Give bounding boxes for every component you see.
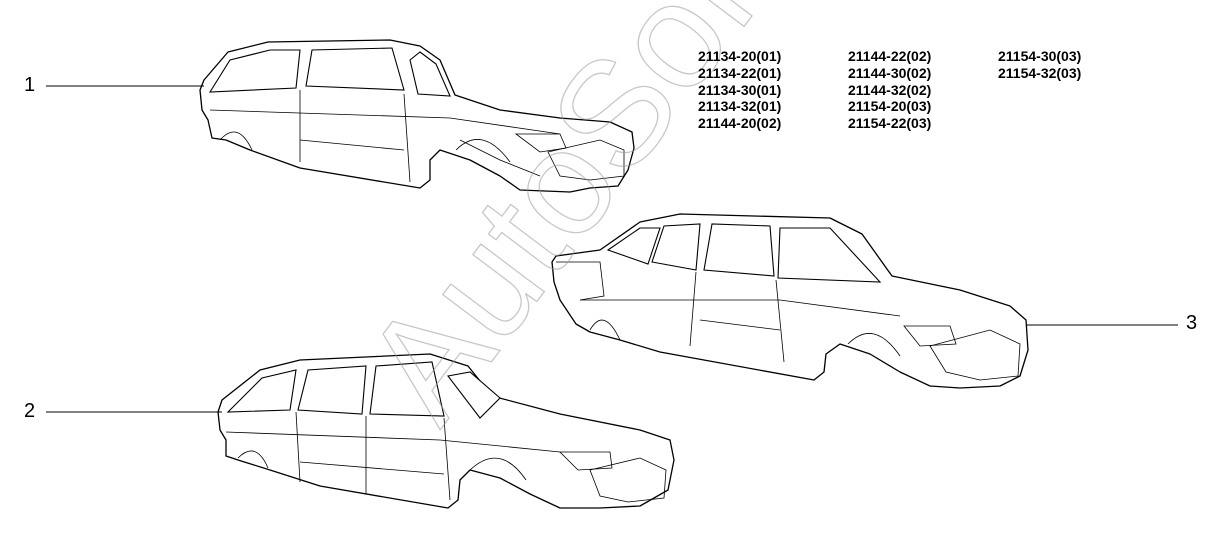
model-code: 21134-30(01) — [698, 81, 782, 98]
model-code-list: 21134-20(01) 21134-22(01) 21134-30(01) 2… — [698, 48, 1148, 132]
model-code: 21134-22(01) — [698, 64, 782, 81]
model-code: 21134-32(01) — [698, 98, 782, 115]
model-code: 21154-22(03) — [848, 115, 932, 132]
car-body-1-hatchback-3door — [199, 39, 635, 193]
model-code-column-1: 21134-20(01) 21134-22(01) 21134-30(01) 2… — [698, 48, 848, 132]
callout-number-2: 2 — [24, 400, 36, 422]
callout-number-1: 1 — [24, 74, 36, 96]
car-body-3-sedan — [551, 213, 1029, 389]
callout-number-3: 3 — [1186, 312, 1198, 334]
model-code: 21154-32(03) — [998, 64, 1082, 81]
model-code: 21144-20(02) — [698, 115, 782, 132]
model-code: 21144-30(02) — [848, 64, 932, 81]
car-body-2-hatchback-5door — [217, 353, 675, 509]
model-code-column-3: 21154-30(03) 21154-32(03) — [998, 48, 1148, 132]
model-code: 21154-20(03) — [848, 98, 932, 115]
model-code: 21154-30(03) — [998, 48, 1082, 64]
model-code: 21144-32(02) — [848, 81, 932, 98]
model-code-column-2: 21144-22(02) 21144-30(02) 21144-32(02) 2… — [848, 48, 998, 132]
model-code: 21144-22(02) — [848, 48, 932, 64]
model-code: 21134-20(01) — [698, 48, 782, 64]
